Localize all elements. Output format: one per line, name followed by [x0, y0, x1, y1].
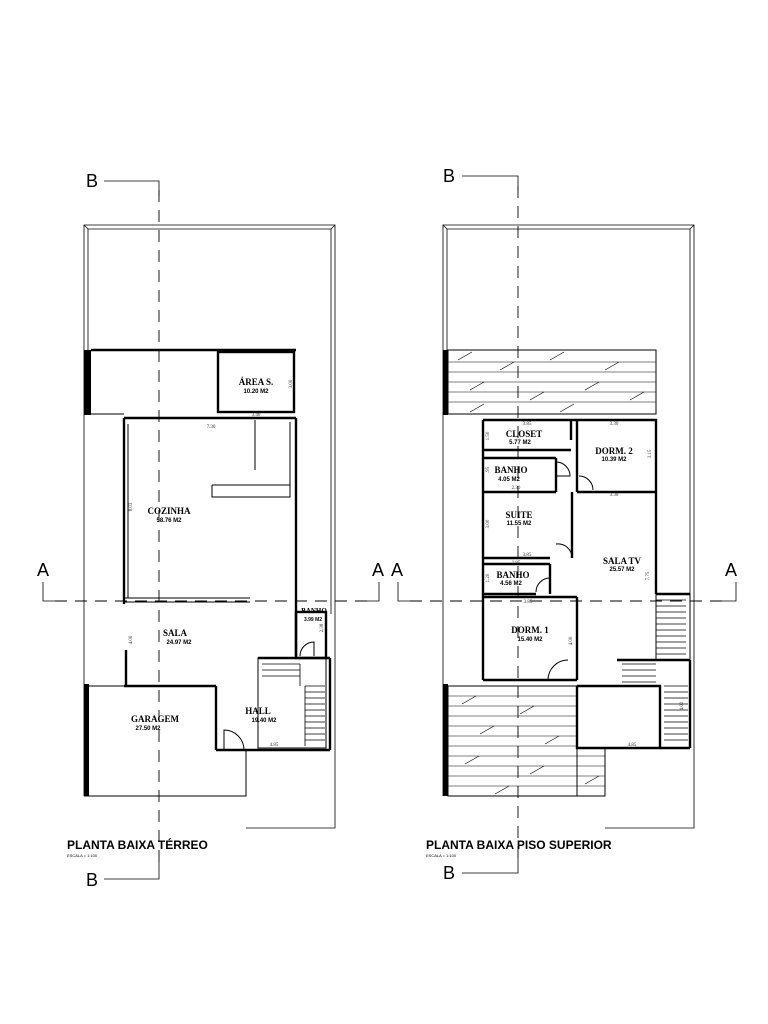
section-mark-b: B [443, 166, 455, 186]
room-area: 19.40 M2 [251, 718, 277, 724]
svg-text:3.00: 3.00 [486, 519, 491, 528]
room-name: SALA [163, 628, 188, 638]
upper-floor-plan [442, 224, 695, 829]
svg-text:3.85: 3.85 [523, 553, 532, 558]
svg-text:.95: .95 [486, 466, 491, 473]
room-area: 4.56 M2 [500, 581, 522, 587]
room-name: CLOSET [506, 429, 543, 439]
section-mark-b: B [86, 870, 98, 890]
upper-plan-title: PLANTA BAIXA PISO SUPERIOR [426, 838, 612, 852]
svg-text:8.03: 8.03 [129, 502, 134, 511]
svg-text:4.85: 4.85 [628, 743, 637, 748]
section-b-ground-top: B [86, 171, 160, 196]
section-b-upper-bottom: B [443, 858, 519, 883]
section-a-ground-left: A [37, 560, 60, 602]
upper-room-dorm-2: DORM. 2 10.39 M2 [595, 446, 633, 463]
room-area: 3.99 M2 [304, 617, 322, 623]
room-area: 11.55 M2 [507, 521, 532, 527]
svg-text:3.85: 3.85 [524, 600, 533, 605]
section-mark-b: B [443, 863, 455, 883]
room-area: 15.40 M2 [517, 637, 543, 643]
ground-floor-plan [83, 224, 336, 829]
ground-room-banho: BANHO 3.99 M2 [301, 607, 327, 623]
room-name: ÁREA S. [239, 377, 274, 387]
upper-room-sala-tv: SALA TV 25.57 M2 [603, 556, 642, 573]
room-name: COZINHA [147, 506, 191, 516]
room-name: SUITE [505, 510, 532, 520]
room-area: 4.05 M2 [498, 477, 520, 483]
section-b-ground-bottom: B [86, 862, 160, 890]
section-mark-a: A [725, 560, 737, 580]
ground-room-sala: SALA 24.97 M2 [163, 628, 192, 646]
ground-stair [262, 663, 325, 746]
room-name: BANHO [496, 570, 529, 580]
svg-text:3.15: 3.15 [648, 449, 653, 458]
room-name: HALL [245, 706, 271, 716]
room-name: BANHO [494, 465, 527, 475]
ground-room-cozinha: COZINHA 58.76 M2 [147, 506, 191, 524]
svg-text:4.00: 4.00 [569, 636, 574, 645]
room-name: BANHO [301, 607, 327, 615]
room-name: DORM. 1 [511, 625, 549, 635]
room-name: SALA TV [603, 556, 642, 566]
section-mark-a: A [37, 560, 49, 580]
svg-text:4.85: 4.85 [270, 743, 279, 748]
section-mark-a: A [391, 560, 403, 580]
svg-text:2.30: 2.30 [512, 486, 521, 491]
room-area: 10.39 M2 [601, 457, 627, 463]
room-area: 25.57 M2 [609, 567, 635, 573]
ground-room-area-servico: ÁREA S. 10.20 M2 [239, 377, 274, 395]
section-a-upper-right: A [718, 560, 737, 602]
ground-room-hall: HALL 19.40 M2 [245, 706, 277, 724]
upper-room-suite: SUITE 11.55 M2 [505, 510, 532, 527]
upper-room-banho-2: BANHO 4.56 M2 [496, 570, 529, 587]
room-name: GARAGEM [131, 714, 180, 724]
room-area: 27.50 M2 [135, 726, 161, 732]
ground-dimensions: 3.00 3.40 7.30 8.03 4.00 2.38 4.85 [129, 379, 325, 748]
section-b-upper-top: B [443, 166, 519, 190]
section-mark-a: A [372, 560, 384, 580]
svg-text:4.00: 4.00 [680, 701, 685, 710]
svg-text:3.00: 3.00 [289, 379, 294, 388]
ground-plan-title: PLANTA BAIXA TÉRREO [67, 837, 208, 852]
room-name: DORM. 2 [595, 446, 633, 456]
svg-text:3.30: 3.30 [610, 493, 619, 498]
upper-room-closet: CLOSET 5.77 M2 [506, 429, 543, 446]
upper-stair [622, 599, 688, 741]
upper-room-banho-1: BANHO 4.05 M2 [494, 465, 527, 483]
section-a-ground-right: A [362, 560, 384, 602]
svg-text:1.20: 1.20 [486, 573, 491, 582]
ground-room-garagem: GARAGEM 27.50 M2 [131, 714, 180, 732]
ground-plan-scale: ESCALA = 1:100 [67, 853, 98, 858]
upper-plan-scale: ESCALA = 1:100 [426, 853, 457, 858]
svg-text:4.00: 4.00 [129, 635, 134, 644]
svg-text:2.38: 2.38 [320, 623, 325, 632]
room-area: 58.76 M2 [156, 518, 182, 524]
room-area: 24.97 M2 [166, 640, 192, 646]
lot-boundary [83, 224, 336, 829]
svg-text:3.30: 3.30 [610, 422, 619, 427]
upper-roof-bottom [447, 685, 578, 797]
svg-text:1.50: 1.50 [486, 431, 491, 440]
upper-dimensions: 3.85 3.30 1.50 3.15 .95 2.30 3.30 3.00 3… [486, 422, 685, 748]
room-area: 5.77 M2 [509, 440, 531, 446]
section-mark-b: B [86, 171, 98, 191]
upper-room-dorm-1: DORM. 1 15.40 M2 [511, 625, 549, 643]
section-a-upper-left: A [391, 560, 415, 602]
room-area: 10.20 M2 [243, 389, 269, 395]
svg-text:3.40: 3.40 [252, 413, 261, 418]
svg-text:7.75: 7.75 [646, 571, 651, 580]
svg-text:7.30: 7.30 [207, 425, 216, 430]
svg-text:2.85: 2.85 [512, 561, 521, 566]
svg-text:3.85: 3.85 [523, 422, 532, 427]
